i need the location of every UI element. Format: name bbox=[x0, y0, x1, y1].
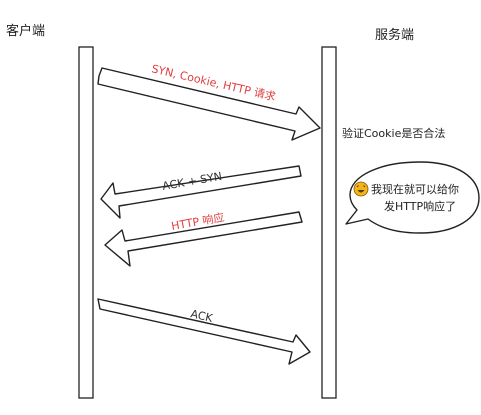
arrow-http-response bbox=[104, 211, 303, 267]
client-lifeline bbox=[78, 46, 94, 399]
server-lifeline bbox=[321, 46, 337, 399]
bubble-line-2: 发HTTP响应了 bbox=[384, 199, 456, 213]
arrow-ack bbox=[97, 298, 311, 365]
validate-cookie-label: 验证Cookie是否合法 bbox=[342, 126, 445, 140]
speech-bubble bbox=[345, 161, 480, 234]
bubble-line-1: 我现在就可以给你 bbox=[371, 182, 459, 196]
arrow-ack-syn bbox=[100, 165, 302, 219]
grin-emoji-icon bbox=[353, 181, 369, 197]
client-label: 客户端 bbox=[6, 23, 45, 39]
arrow-ack-label: ACK bbox=[189, 307, 214, 325]
arrow-syn-cookie-request bbox=[97, 67, 321, 141]
server-label: 服务端 bbox=[375, 27, 414, 43]
